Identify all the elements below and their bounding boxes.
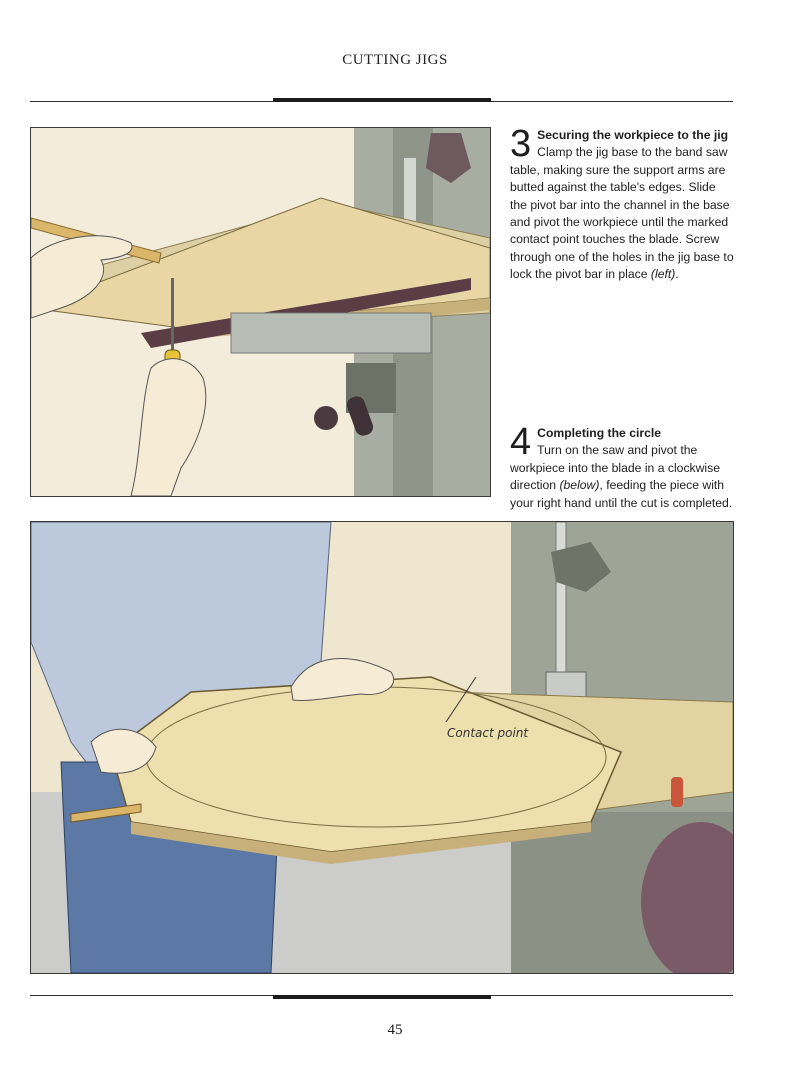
step-3: 3 Securing the workpiece to the jig Clam… <box>510 123 735 284</box>
tension-knob <box>671 777 683 807</box>
step-4-body-ref: (below) <box>559 478 600 493</box>
blade-height-knob <box>551 542 611 592</box>
left-hand <box>31 235 133 319</box>
pivot-bar <box>70 803 142 823</box>
step-4: 4 Completing the circle Turn on the saw … <box>510 421 735 512</box>
step-3-body-text: Clamp the jig base to the band saw table… <box>510 145 734 282</box>
step-4-body: Turn on the saw and pivot the workpiece … <box>510 443 732 509</box>
step-3-body-end: . <box>675 267 679 282</box>
contact-point-label: Contact point <box>447 726 529 740</box>
step-4-number: 4 <box>510 421 532 463</box>
hand-icon <box>90 728 157 774</box>
footer-rule-accent <box>273 995 491 999</box>
right-hand <box>290 658 394 701</box>
step-3-number: 3 <box>510 123 532 165</box>
step-4-title: Completing the circle <box>537 426 662 440</box>
callout-leader-line <box>445 676 477 723</box>
step-4-body-text: Turn on the saw and pivot the workpiece … <box>510 443 721 493</box>
illustration-completing-circle: Contact point <box>30 521 734 974</box>
step-4-body-end: , feeding the piece with your right hand… <box>510 478 733 510</box>
tilt-knob <box>314 406 338 430</box>
saw-table-rails <box>230 312 432 354</box>
hand-icon <box>130 358 207 496</box>
step-3-body: Clamp the jig base to the band saw table… <box>510 145 734 281</box>
step-3-body-ref: (left) <box>650 267 676 282</box>
illustration-securing-workpiece-art <box>31 128 490 496</box>
workpiece-edge <box>131 822 591 864</box>
upper-guide <box>426 133 471 183</box>
illustration-completing-circle-art: Contact point <box>31 522 733 973</box>
lock-knob <box>346 396 374 436</box>
illustration-securing-workpiece <box>30 127 491 497</box>
header-rule-accent <box>273 98 491 102</box>
screwdriver-shaft <box>171 278 174 358</box>
page-number: 45 <box>387 1022 403 1038</box>
saw-wheel-cover <box>641 822 733 973</box>
step-3-title: Securing the workpiece to the jig <box>537 128 729 142</box>
running-header: CUTTING JIGS <box>342 52 448 68</box>
